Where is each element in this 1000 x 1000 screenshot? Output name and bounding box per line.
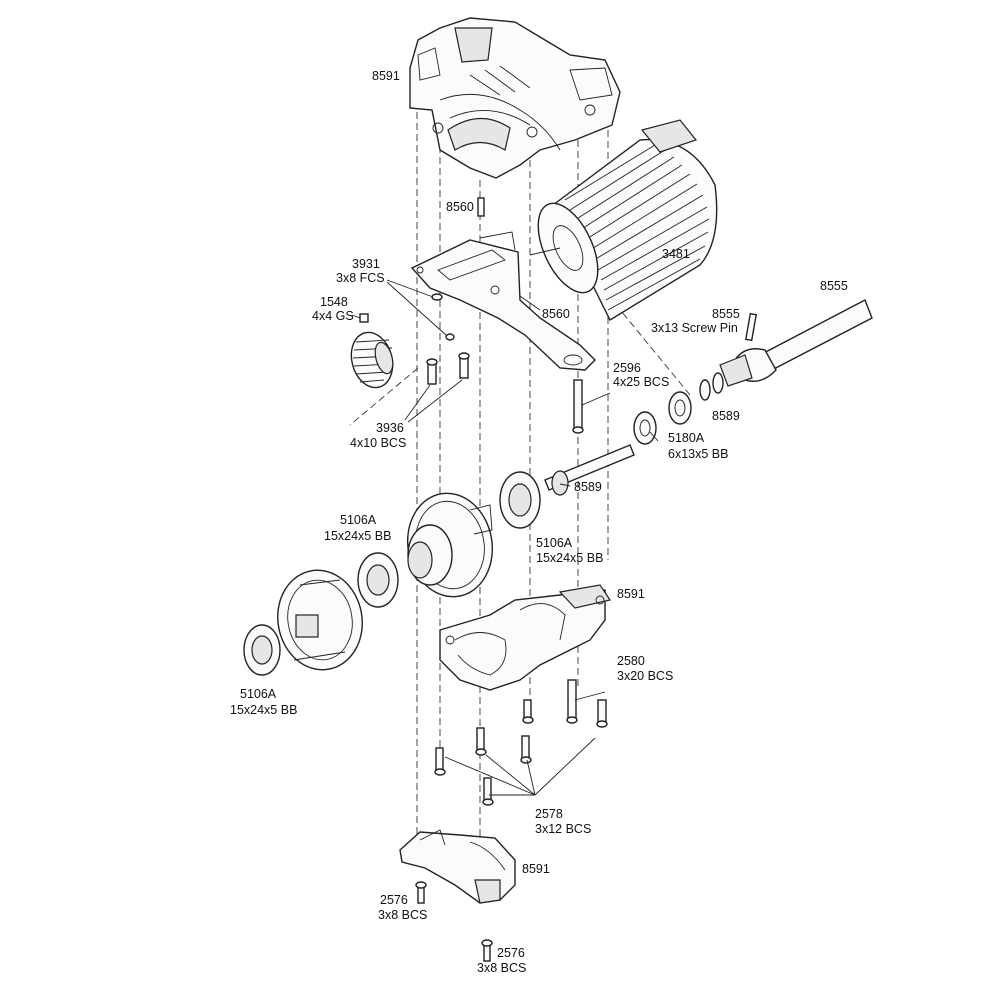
motor-mount xyxy=(410,231,596,371)
leader-lines xyxy=(351,279,659,796)
label-washer-8589: 8589 xyxy=(712,409,740,423)
label-skid-plate: 8591 xyxy=(522,862,550,876)
label-bearing-mid-desc: 15x24x5 BB xyxy=(536,551,603,565)
label-screw-pin-number: 8555 xyxy=(712,307,740,321)
top-gear-housing xyxy=(409,17,621,179)
pin-8560-top xyxy=(477,197,485,217)
screws-3931 xyxy=(431,293,455,341)
label-bearing-low-desc: 15x24x5 BB xyxy=(230,703,297,717)
label-2596-number: 2596 xyxy=(613,361,641,375)
label-top-housing: 8591 xyxy=(372,69,400,83)
set-screw-1548 xyxy=(359,313,369,323)
label-shaft-far: 8555 xyxy=(820,279,848,293)
label-2578-desc: 3x12 BCS xyxy=(535,822,591,836)
label-2580-desc: 3x20 BCS xyxy=(617,669,673,683)
label-2576b-desc: 3x8 BCS xyxy=(477,961,526,975)
bearing-left xyxy=(357,552,399,608)
screws-2576-upper xyxy=(415,881,427,904)
label-bearing-mid-number: 5106A xyxy=(536,536,573,550)
label-bearing-low-number: 5106A xyxy=(240,687,277,701)
label-housing-mid: 8591 xyxy=(617,587,645,601)
label-2596-desc: 4x25 BCS xyxy=(613,375,669,389)
screws-2580 xyxy=(566,679,608,728)
diff-housing xyxy=(277,569,363,671)
bearing-low xyxy=(243,624,281,676)
skid-plate xyxy=(399,829,516,904)
label-3936-number: 3936 xyxy=(376,421,404,435)
label-pin-top: 8560 xyxy=(446,200,474,214)
input-shaft xyxy=(544,444,635,496)
bearings-5180a xyxy=(633,391,692,445)
drive-shaft xyxy=(719,299,873,387)
screws-2578 xyxy=(434,699,534,806)
washers-8589 xyxy=(699,372,724,401)
label-3931-number: 3931 xyxy=(352,257,380,271)
screw-2596 xyxy=(572,379,584,434)
pinion-gear xyxy=(350,331,394,389)
screw-pin xyxy=(744,312,758,342)
label-3931-desc: 3x8 FCS xyxy=(336,271,385,285)
label-bearing-left-desc: 15x24x5 BB xyxy=(324,529,391,543)
label-mount-8560: 8560 xyxy=(542,307,570,321)
label-2576a-desc: 3x8 BCS xyxy=(378,908,427,922)
label-2576a-number: 2576 xyxy=(380,893,408,907)
bearing-mid xyxy=(499,471,541,529)
label-1548-number: 1548 xyxy=(320,295,348,309)
label-motor: 3481 xyxy=(662,247,690,261)
label-1548-desc: 4x4 GS xyxy=(312,309,354,323)
lower-gear-housing xyxy=(439,584,611,691)
label-3936-desc: 4x10 BCS xyxy=(350,436,406,450)
motor xyxy=(529,119,718,321)
labels: 8591 8560 3481 8555 3931 3x8 FCS 1548 4x… xyxy=(230,69,848,975)
label-shaft-8589: 8589 xyxy=(574,480,602,494)
label-screw-pin-desc: 3x13 Screw Pin xyxy=(651,321,738,335)
label-2580-number: 2580 xyxy=(617,654,645,668)
screws-2576-lower xyxy=(481,939,493,962)
label-5180a-number: 5180A xyxy=(668,431,705,445)
label-2576b-number: 2576 xyxy=(497,946,525,960)
label-bearing-left-number: 5106A xyxy=(340,513,377,527)
screws-3936 xyxy=(426,352,470,385)
label-5180a-desc: 6x13x5 BB xyxy=(668,447,728,461)
label-2578-number: 2578 xyxy=(535,807,563,821)
spur-gear-differential xyxy=(406,492,494,598)
